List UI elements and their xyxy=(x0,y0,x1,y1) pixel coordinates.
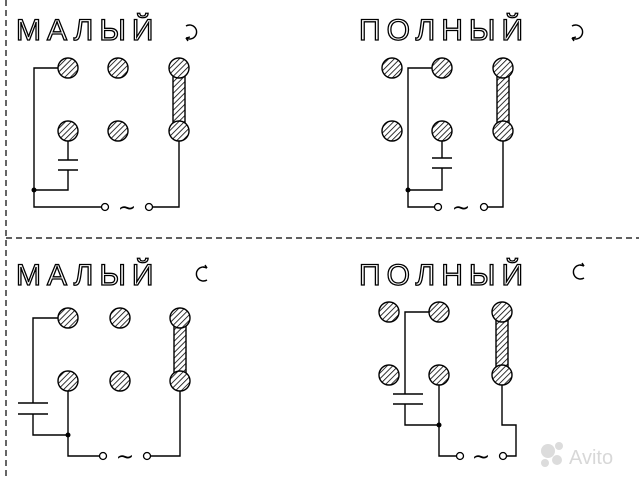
dashed-border xyxy=(5,0,639,480)
panel-label: ПОЛНЫЙ xyxy=(359,13,529,47)
terminal xyxy=(378,301,400,323)
supply-terminal xyxy=(455,451,465,461)
rotation-ccw-icon xyxy=(572,264,585,280)
terminal xyxy=(168,57,190,79)
terminal xyxy=(57,370,79,392)
terminal xyxy=(57,307,79,329)
panel-label: ПОЛНЫЙ xyxy=(359,258,529,292)
ac-symbol: ~ xyxy=(118,196,136,221)
terminal xyxy=(381,120,403,142)
junction-dot xyxy=(31,187,37,193)
wire xyxy=(404,311,517,457)
rotation-cw-icon xyxy=(571,24,584,40)
watermark-text: Avito xyxy=(569,447,613,469)
supply-terminal xyxy=(100,202,110,212)
terminal xyxy=(431,120,453,142)
supply-terminal xyxy=(144,202,154,212)
terminal xyxy=(168,120,190,142)
junction-dot xyxy=(65,432,71,438)
supply-terminal xyxy=(479,202,489,212)
terminal xyxy=(428,301,450,323)
terminal xyxy=(57,57,79,79)
terminal xyxy=(428,364,450,386)
capacitor xyxy=(393,393,423,405)
panel-top-left: МАЛЫЙ ~ xyxy=(15,12,198,221)
terminal xyxy=(169,370,191,392)
capacitor xyxy=(432,157,452,169)
terminal xyxy=(381,57,403,79)
ac-symbol: ~ xyxy=(472,445,490,470)
panel-label: МАЛЫЙ xyxy=(16,13,159,47)
junction-dot xyxy=(436,422,442,428)
supply-terminal xyxy=(498,451,508,461)
supply-terminal xyxy=(433,202,443,212)
capacitor xyxy=(18,402,48,415)
avito-watermark: Avito xyxy=(541,442,613,469)
panel-bottom-left: МАЛЫЙ ~ xyxy=(15,257,208,470)
rotation-cw-icon xyxy=(185,24,198,40)
avito-logo-icon xyxy=(541,442,563,467)
terminal xyxy=(169,307,191,329)
terminal xyxy=(57,120,79,142)
terminal xyxy=(107,120,129,142)
panel-top-right: ПОЛНЫЙ ~ xyxy=(358,12,584,221)
terminal xyxy=(492,57,514,79)
supply-terminal xyxy=(142,451,152,461)
terminal xyxy=(492,120,514,142)
ac-symbol: ~ xyxy=(452,196,470,221)
rotation-ccw-icon xyxy=(195,266,208,282)
terminal xyxy=(109,307,131,329)
terminal xyxy=(107,57,129,79)
ac-symbol: ~ xyxy=(116,445,134,470)
panel-label: МАЛЫЙ xyxy=(16,258,159,292)
terminal xyxy=(431,57,453,79)
terminal xyxy=(491,364,513,386)
panel-bottom-right: ПОЛНЫЙ ~ xyxy=(358,257,585,470)
terminal xyxy=(491,301,513,323)
terminal xyxy=(109,370,131,392)
junction-dot xyxy=(405,187,411,193)
wire xyxy=(32,317,181,457)
terminal xyxy=(378,364,400,386)
wire xyxy=(33,67,180,208)
capacitor xyxy=(58,159,78,171)
supply-terminal xyxy=(98,451,108,461)
wire xyxy=(407,67,504,208)
